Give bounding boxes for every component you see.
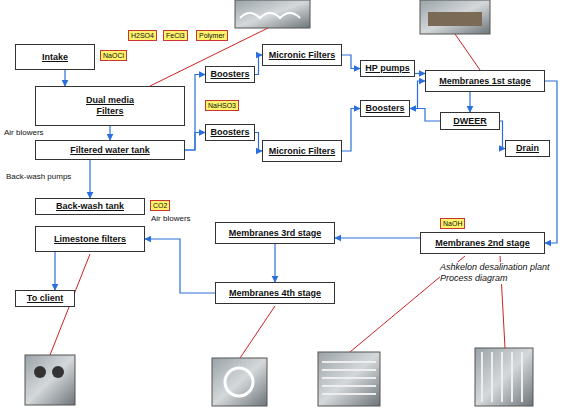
node-label: Filters	[96, 106, 123, 117]
node-label: Filtered water tank	[70, 145, 150, 156]
node-label: Boosters	[210, 127, 249, 138]
node-label: HP pumps	[365, 63, 409, 74]
equipment-label: Back-wash pumps	[5, 172, 72, 182]
chemical-tag: CO2	[150, 200, 170, 211]
flow-line	[335, 237, 420, 238]
outlet-box: Drain	[505, 140, 550, 157]
flow-line	[145, 239, 215, 293]
flow-line	[410, 109, 440, 122]
node-label: Membranes 2nd stage	[435, 238, 530, 249]
filter-vessel: Micronic Filters	[262, 44, 342, 66]
chemical-tag: Polymer	[196, 30, 228, 41]
photo	[25, 0, 533, 406]
membrane-box: Membranes 4th stage	[215, 282, 335, 304]
flow-line	[415, 73, 425, 74]
node-label: Membranes 1st stage	[439, 76, 531, 87]
filter-box: Dual mediaFilters	[35, 86, 185, 126]
membrane-box: Membranes 2nd stage	[420, 232, 545, 254]
chemical-tag: H2SO4	[128, 30, 157, 41]
flow-line	[255, 55, 262, 75]
node-label: Micronic Filters	[269, 50, 336, 61]
node-label: Membranes 3rd stage	[229, 228, 322, 239]
pump-box: HP pumps	[360, 60, 415, 77]
chemical-tag: NaOCl	[100, 50, 127, 61]
pump-box: Boosters	[205, 124, 255, 141]
chemical-tag: FeCl3	[163, 30, 188, 41]
node-label: Micronic Filters	[269, 146, 336, 157]
water-tank: Back-wash tank	[35, 198, 145, 215]
flow-line	[109, 126, 110, 140]
flow-line	[410, 81, 425, 109]
membrane-box: Membranes 1st stage	[425, 70, 545, 92]
node-label: Back-wash tank	[56, 201, 124, 212]
flow-line	[185, 133, 205, 151]
flow-line	[469, 92, 470, 112]
flow-line	[89, 160, 90, 198]
pump-box: Boosters	[360, 100, 410, 117]
water-tank: Filtered water tank	[35, 140, 185, 160]
equipment-label: Air blowers	[150, 214, 192, 224]
energy-recovery-box: DWEER	[440, 112, 500, 130]
flow-line	[274, 244, 275, 282]
flow-line	[185, 75, 205, 151]
flow-line	[545, 81, 557, 243]
diagram-title: Ashkelon desalination plant Process diag…	[440, 262, 560, 284]
intake-tank: Intake	[15, 44, 95, 70]
membrane-box: Membranes 3rd stage	[215, 222, 335, 244]
node-label: Membranes 4th stage	[229, 288, 321, 299]
filter-box: Limestone filters	[35, 226, 145, 252]
node-label: Intake	[42, 52, 68, 63]
node-label: Drain	[516, 143, 539, 154]
filter-vessel: Micronic Filters	[262, 140, 342, 162]
chemical-tag: NaHSO3	[205, 100, 239, 111]
outlet-box: To client	[15, 290, 75, 307]
node-label: Limestone filters	[54, 234, 126, 245]
node-label: Dual media	[86, 95, 134, 106]
flow-line	[342, 109, 360, 152]
node-label: Boosters	[210, 69, 249, 80]
pump-box: Boosters	[205, 66, 255, 83]
node-label: To client	[27, 293, 63, 304]
node-label: Boosters	[365, 103, 404, 114]
equipment-label: Air blowers	[3, 128, 45, 138]
chemical-tag: NaOH	[440, 218, 465, 229]
flow-line	[64, 70, 65, 86]
flow-line	[54, 252, 55, 290]
flow-line	[255, 133, 262, 152]
node-label: DWEER	[453, 116, 487, 127]
flow-line	[342, 55, 360, 69]
